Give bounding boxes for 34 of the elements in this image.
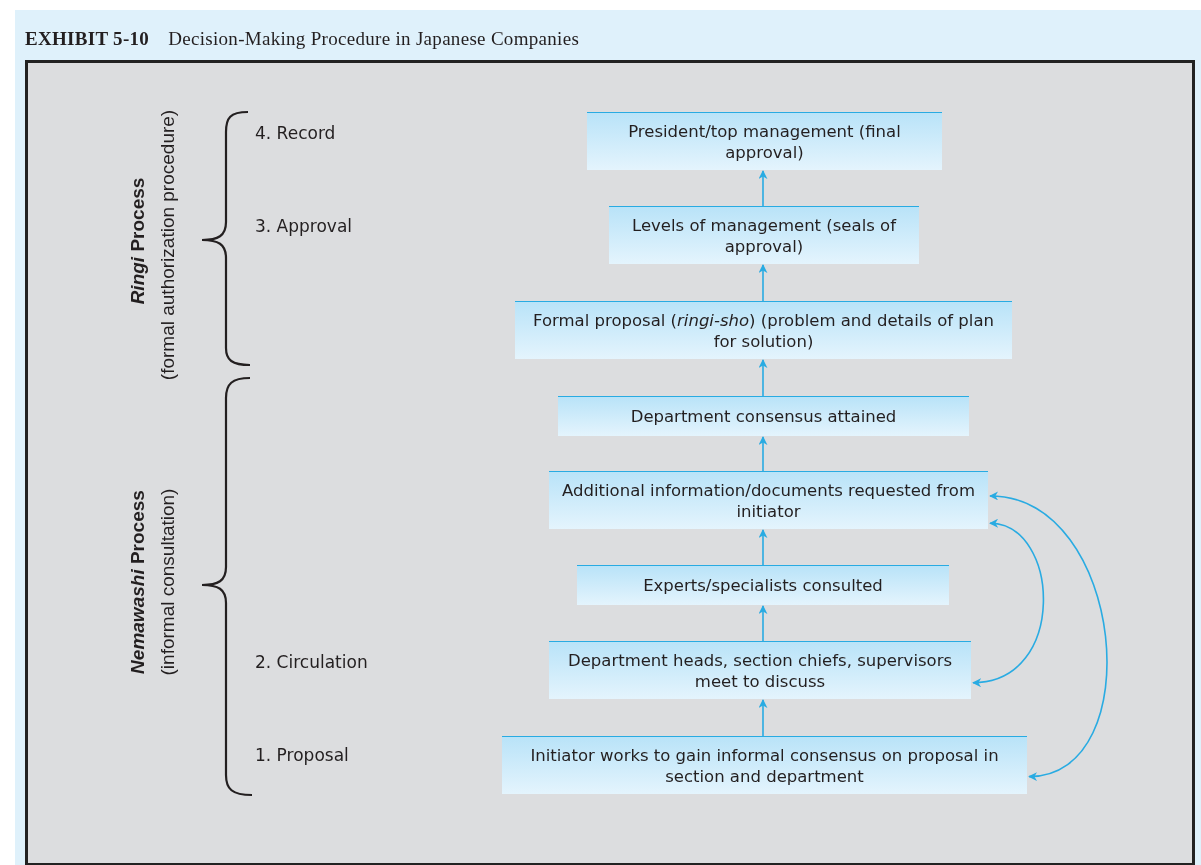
arrow (758, 605, 768, 642)
process-heading: Nemawashi Process (127, 490, 149, 674)
process-box (502, 736, 1027, 794)
box-text: Department heads, section chiefs, supervisors meet to discuss (566, 649, 954, 692)
process-heading: (formal authorization procedure) (157, 109, 179, 381)
box-text: Formal proposal (ringi-sho) (problem and details of plan for solution) (532, 309, 995, 352)
arrow (972, 520, 1045, 687)
process-box (549, 641, 971, 699)
box-text: President/top management (final approval) (627, 120, 902, 163)
box-text: Additional information/documents requested from initiator (561, 479, 976, 522)
box-text: Department consensus attained (630, 406, 897, 427)
arrow (989, 492, 1108, 780)
box-text: Levels of management (seals of approval) (631, 214, 898, 257)
process-box (577, 565, 949, 605)
process-box (515, 301, 1012, 359)
stage-label: 4. Record (255, 123, 336, 143)
arrow (758, 170, 768, 207)
process-box (609, 206, 919, 264)
box-text: Initiator works to gain informal consensus on proposal in section and department (529, 744, 1000, 787)
process-box (558, 396, 969, 436)
stage-label: 1. Proposal (255, 745, 349, 765)
arrow (758, 529, 768, 566)
stage-label: 3. Approval (255, 216, 353, 236)
process-box (587, 112, 942, 170)
process-heading: Ringi Process (127, 177, 149, 305)
arrow (758, 359, 768, 397)
process-heading: (informal consultation) (157, 488, 179, 676)
process-box (549, 471, 988, 529)
stage-label: 2. Circulation (255, 652, 368, 672)
arrow (758, 436, 768, 472)
arrow (758, 699, 768, 737)
box-text: Experts/specialists consulted (643, 575, 883, 596)
arrow (758, 264, 768, 302)
exhibit-title: EXHIBIT 5-10 Decision-Making Procedure in Japanese Companies (25, 28, 580, 50)
